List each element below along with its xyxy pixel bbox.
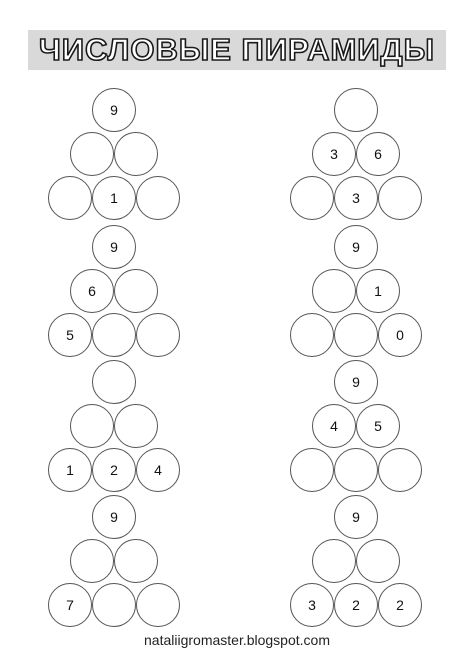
pyramid-circle — [334, 313, 378, 357]
pyramid-circle: 5 — [48, 313, 92, 357]
pyramid-circle — [290, 313, 334, 357]
pyramid-circle: 4 — [136, 448, 180, 492]
pyramid-circle — [312, 269, 356, 313]
pyramid-circle: 3 — [334, 176, 378, 220]
pyramid-circle: 2 — [92, 448, 136, 492]
pyramid-circle: 1 — [356, 269, 400, 313]
pyramid-circle — [136, 313, 180, 357]
pyramid-circle — [378, 176, 422, 220]
pyramid-circle — [114, 132, 158, 176]
pyramid-circle — [356, 539, 400, 583]
pyramid-circle — [290, 448, 334, 492]
pyramid-circle: 7 — [48, 583, 92, 627]
pyramid-circle: 9 — [334, 360, 378, 404]
pyramid-circle: 6 — [70, 269, 114, 313]
pyramid-circle — [114, 404, 158, 448]
pyramid-circle — [312, 539, 356, 583]
pyramid-circle — [290, 176, 334, 220]
title-banner: ЧИСЛОВЫЕ ПИРАМИДЫ — [28, 30, 446, 70]
pyramid-circle — [334, 448, 378, 492]
pyramid-circle — [378, 448, 422, 492]
pyramid-circle — [70, 539, 114, 583]
page-title: ЧИСЛОВЫЕ ПИРАМИДЫ — [38, 31, 435, 68]
pyramid-circle — [114, 539, 158, 583]
pyramid-circle — [70, 404, 114, 448]
pyramid-circle: 9 — [92, 225, 136, 269]
pyramid-circle: 2 — [334, 583, 378, 627]
pyramid-circle: 3 — [290, 583, 334, 627]
pyramid-circle — [136, 583, 180, 627]
pyramid-circle: 9 — [334, 225, 378, 269]
pyramid-circle — [136, 176, 180, 220]
pyramid-circle: 6 — [356, 132, 400, 176]
pyramid-circle: 0 — [378, 313, 422, 357]
footer-url: nataliigromaster.blogspot.com — [144, 632, 330, 648]
pyramid-circle: 9 — [92, 88, 136, 132]
pyramid-circle: 5 — [356, 404, 400, 448]
pyramid-circle: 1 — [48, 448, 92, 492]
pyramid-circle — [334, 88, 378, 132]
pyramid-circle — [70, 132, 114, 176]
pyramid-circle — [48, 176, 92, 220]
pyramid-circle: 9 — [334, 495, 378, 539]
pyramid-circle — [92, 360, 136, 404]
pyramid-circle: 2 — [378, 583, 422, 627]
pyramid-circle: 1 — [92, 176, 136, 220]
pyramid-circle: 3 — [312, 132, 356, 176]
pyramid-circle: 9 — [92, 495, 136, 539]
pyramid-circle: 4 — [312, 404, 356, 448]
pyramid-circle — [92, 313, 136, 357]
pyramid-circle — [92, 583, 136, 627]
pyramid-circle — [114, 269, 158, 313]
